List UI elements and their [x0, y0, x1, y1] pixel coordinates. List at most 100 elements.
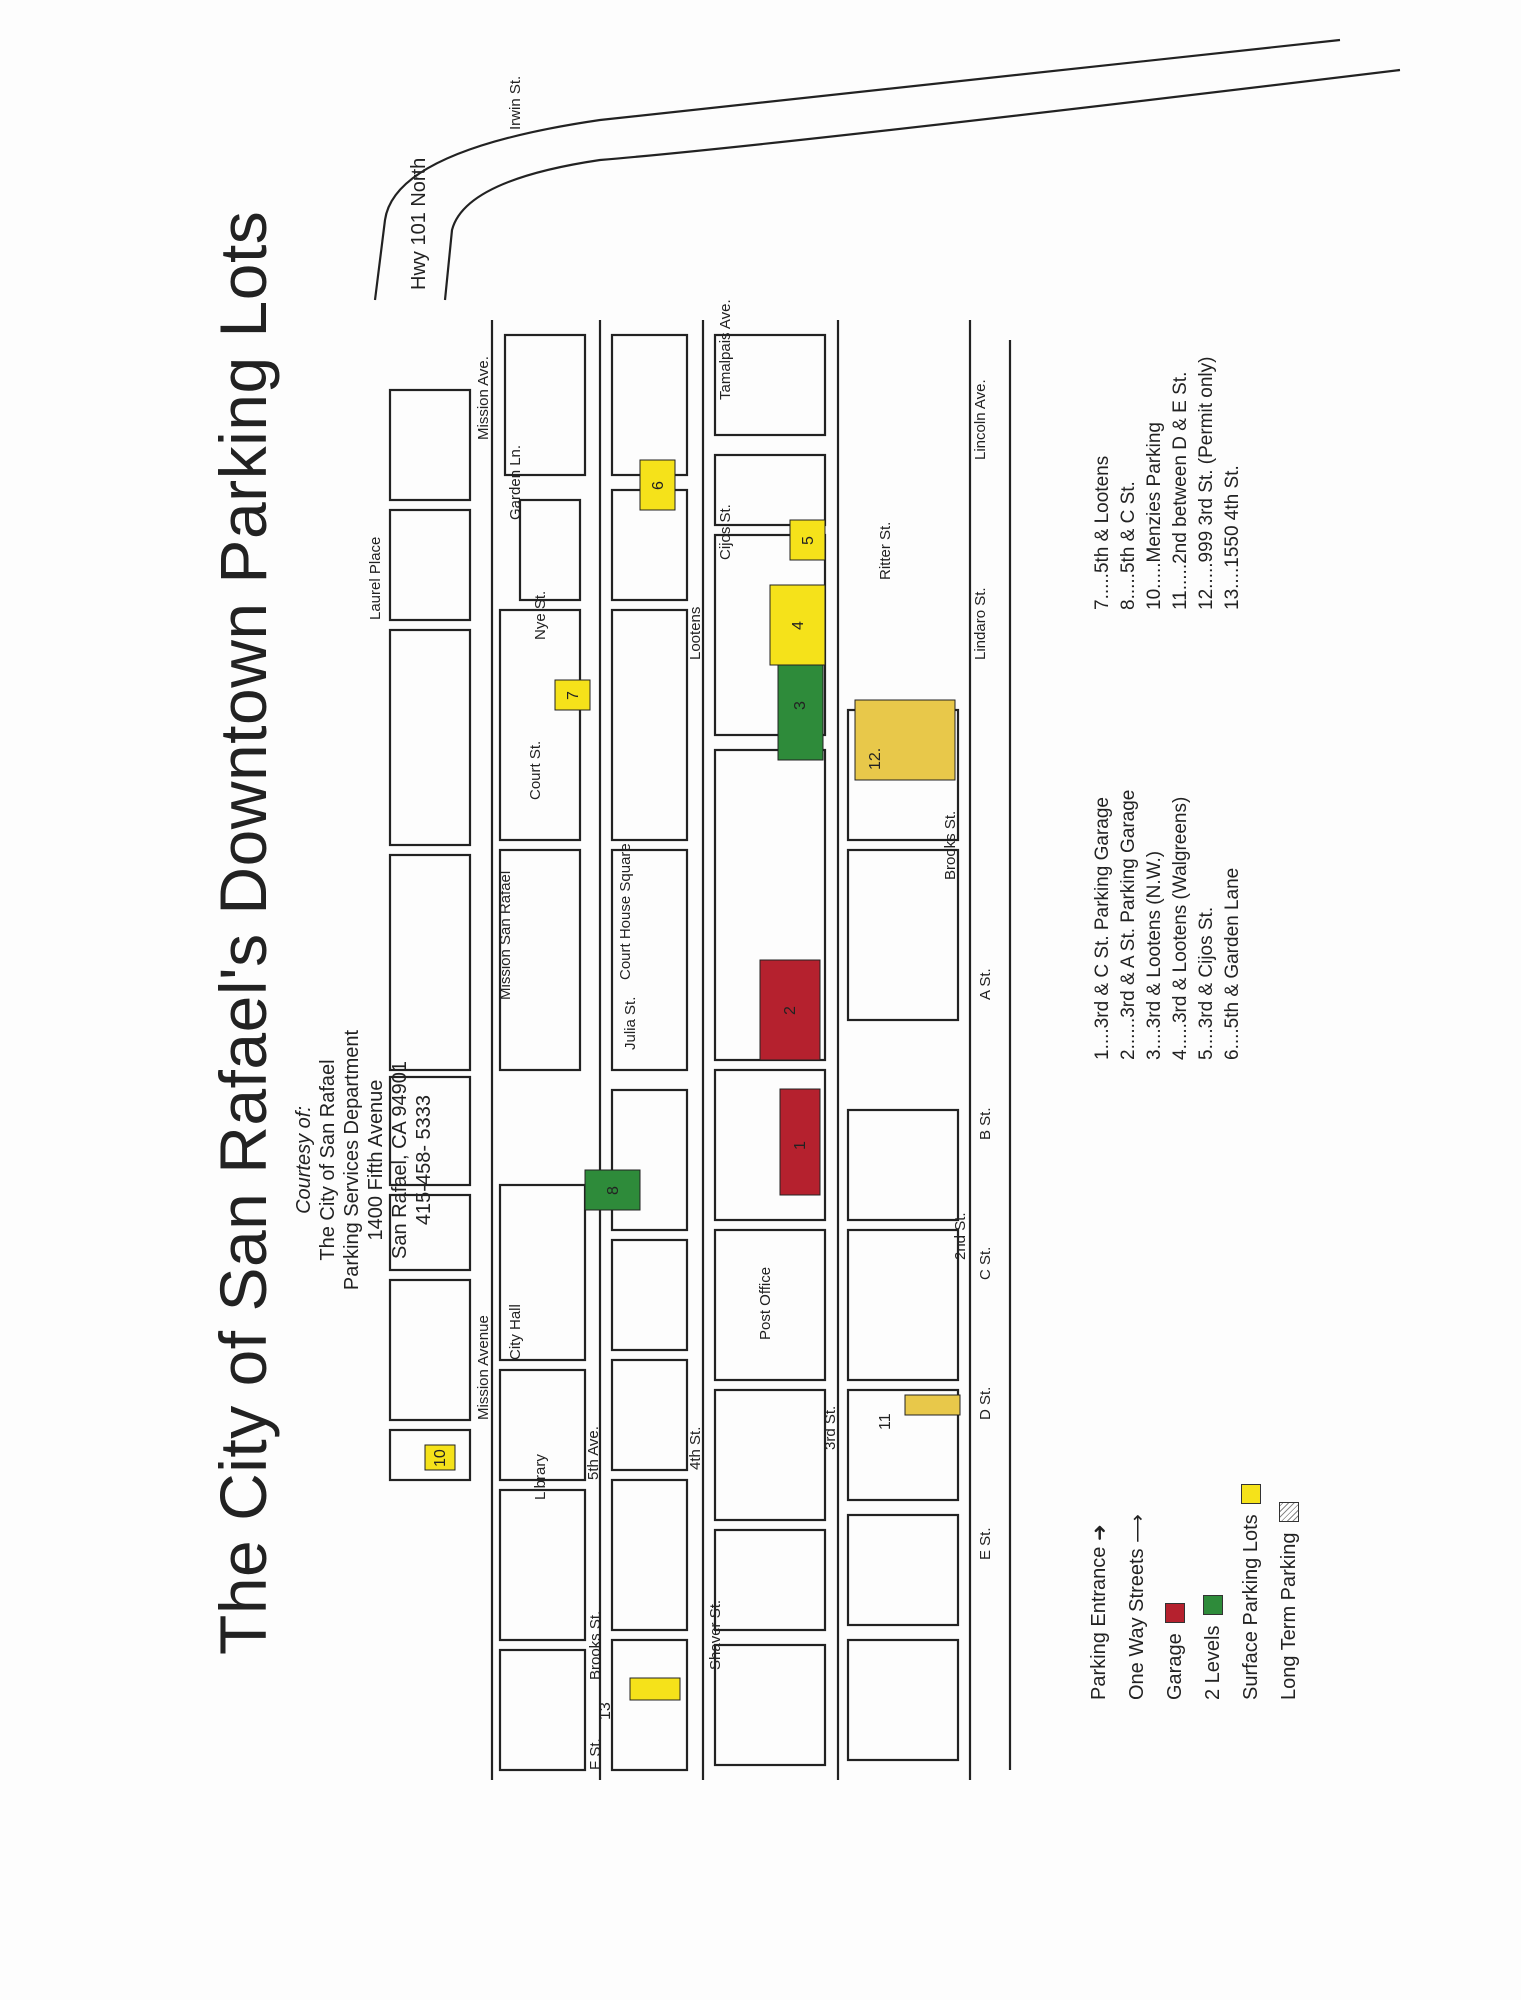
lot-13: [629, 1677, 681, 1701]
block: [713, 1228, 827, 1382]
label-ritter: Ritter St.: [877, 522, 894, 580]
lot-number-10: 10: [432, 1449, 449, 1467]
label-mission-sr: Mission San Rafael: [497, 871, 514, 1000]
block: [610, 333, 689, 477]
block: [846, 1228, 960, 1382]
lot-list-item: 12.....999 3rd St. (Permit only): [1196, 356, 1217, 610]
label-lindaro: Lindaro St.: [972, 587, 989, 660]
label-post-office: Post Office: [757, 1267, 774, 1340]
block: [498, 608, 582, 842]
block: [846, 848, 960, 1022]
lot-10: [424, 1444, 456, 1471]
block: [503, 333, 587, 477]
lot-list-item: 2......3rd & A St. Parking Garage: [1118, 789, 1139, 1060]
lot-number-7: 7: [565, 691, 582, 700]
lot-number-6: 6: [650, 481, 667, 490]
map-legend: Parking Entrance ➜ One Way Streets ⟶ Gar…: [1080, 1484, 1308, 1700]
lot-list-item: 7.....5th & Lootens: [1092, 455, 1113, 610]
label-brooks-1: Brooks St.: [942, 811, 959, 880]
label-third: 3rd St.: [822, 1406, 839, 1450]
block: [388, 1193, 472, 1272]
garage-swatch: [1165, 1603, 1185, 1624]
label-tamalpais: Tamalpais Ave.: [717, 299, 734, 400]
lot-list-col-1: 1....3rd & C St. Parking Garage 2......3…: [1090, 790, 1246, 1060]
block: [610, 608, 689, 842]
label-mission-ave: Mission Ave.: [475, 356, 492, 440]
block: [388, 1075, 472, 1187]
block: [388, 853, 472, 1072]
label-fifth: 5th Ave.: [585, 1426, 602, 1480]
legend-oneway: One Way Streets ⟶: [1118, 1484, 1156, 1700]
label-library: Library: [532, 1454, 549, 1500]
legend-garage-label: Garage: [1163, 1633, 1186, 1700]
label-brooks-2: Brooks St.: [587, 1611, 604, 1680]
lot-number-2: 2: [782, 1006, 799, 1015]
label-garden: Garden Ln.: [507, 445, 524, 520]
label-a-st: A St.: [977, 968, 994, 1000]
arrow-icon: ➜: [1088, 1524, 1111, 1547]
block: [388, 1278, 472, 1422]
label-court: Court St.: [527, 741, 544, 800]
label-shaver: Shaver St.: [707, 1600, 724, 1670]
lot-number-5: 5: [800, 536, 817, 545]
label-e-st: E St.: [977, 1527, 994, 1560]
block: [846, 1108, 960, 1222]
surface-swatch: [1241, 1484, 1261, 1505]
label-cijos: Cijos St.: [717, 504, 734, 560]
block: [846, 1388, 960, 1502]
lot-list-item: 5....3rd & Cijos St.: [1196, 906, 1217, 1060]
legend-two-levels: 2 Levels: [1194, 1484, 1232, 1700]
lot-12: [854, 699, 956, 781]
lot-2: [759, 959, 821, 1061]
block: [713, 1528, 827, 1632]
block: [713, 453, 827, 527]
block: [610, 1088, 689, 1232]
block: [388, 508, 472, 622]
lot-5: [789, 519, 826, 561]
legend-surface: Surface Parking Lots: [1232, 1484, 1270, 1700]
parking-lots: [424, 459, 961, 1701]
block: [518, 498, 582, 602]
block: [610, 1358, 689, 1472]
legend-surface-label: Surface Parking Lots: [1239, 1514, 1262, 1700]
lot-7: [554, 679, 591, 711]
legend-entrance-label: Parking Entrance: [1087, 1546, 1110, 1700]
block: [610, 1238, 689, 1352]
label-lootens: Lootens: [687, 607, 704, 660]
label-julia: Julia St.: [622, 997, 639, 1050]
legend-entrance: Parking Entrance ➜: [1080, 1484, 1118, 1700]
lot-11: [904, 1394, 961, 1416]
lot-list-item: 10.....Menzies Parking: [1144, 422, 1165, 610]
block: [498, 1183, 587, 1362]
label-c-st: C St.: [977, 1247, 994, 1280]
legend-long-term: Long Term Parking: [1270, 1484, 1308, 1700]
block: [610, 1638, 689, 1772]
label-f-st: F St.: [587, 1738, 604, 1770]
lot-number-1: 1: [792, 1141, 809, 1150]
block: [388, 628, 472, 847]
lot-number-8: 8: [605, 1186, 622, 1195]
label-fourth: 4th St.: [687, 1427, 704, 1470]
block: [498, 1648, 587, 1772]
lot-number-12: 12.: [867, 748, 884, 770]
block: [846, 1638, 960, 1762]
lot-6: [639, 459, 676, 511]
lot-list-col-2: 7.....5th & Lootens 8.....5th & C St. 10…: [1090, 357, 1246, 610]
lot-number-11: 11: [877, 1413, 894, 1430]
lot-list-item: 1....3rd & C St. Parking Garage: [1092, 797, 1113, 1060]
block: [610, 1478, 689, 1632]
label-city-hall: City Hall: [507, 1304, 524, 1360]
block: [713, 333, 827, 437]
block: [388, 388, 472, 502]
lot-8: [584, 1169, 641, 1211]
two-levels-swatch: [1203, 1595, 1223, 1616]
lot-4: [769, 584, 826, 666]
label-nye: Nye St.: [532, 591, 549, 640]
block: [610, 848, 689, 1072]
block: [388, 1428, 472, 1482]
block: [498, 848, 582, 1072]
label-irwin: Irwin St.: [507, 76, 524, 130]
